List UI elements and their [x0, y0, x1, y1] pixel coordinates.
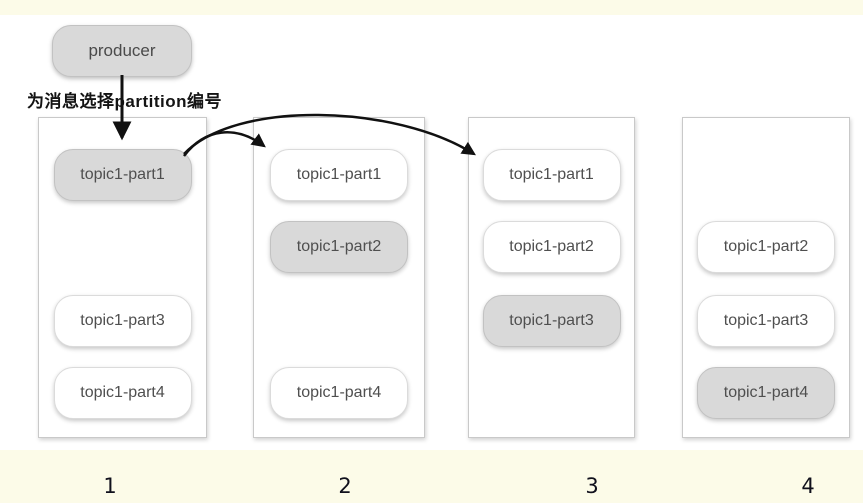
broker-column-3: topic1-part1 topic1-part2 topic1-part3	[468, 117, 635, 438]
producer-label: producer	[88, 41, 156, 60]
partition-label: topic1-part1	[296, 166, 382, 183]
broker-number-4: 4	[801, 474, 815, 498]
partition-label: topic1-part2	[509, 238, 594, 255]
partition-label: topic1-part2	[296, 238, 382, 255]
partition-label: topic1-part4	[723, 384, 809, 401]
partition-node-highlighted: topic1-part3	[482, 295, 621, 347]
partition-node: topic1-part2	[482, 221, 621, 273]
partition-node: topic1-part3	[53, 295, 192, 347]
partition-node: topic1-part3	[697, 295, 835, 347]
partition-selection-annotation: 为消息选择partition编号	[27, 92, 222, 111]
producer-node: producer	[52, 25, 192, 77]
partition-node: topic1-part4	[53, 367, 192, 419]
broker-number-2: 2	[338, 474, 352, 498]
broker-column-1: topic1-part1 topic1-part3 topic1-part4	[38, 117, 207, 438]
partition-node: topic1-part2	[697, 221, 835, 273]
broker-column-2: topic1-part1 topic1-part2 topic1-part4	[253, 117, 425, 438]
partition-node-highlighted: topic1-part2	[270, 221, 408, 273]
partition-node: topic1-part4	[270, 367, 408, 419]
partition-node: topic1-part1	[270, 149, 408, 201]
broker-number-1: 1	[103, 474, 117, 498]
partition-label: topic1-part4	[80, 384, 165, 401]
top-strip	[0, 0, 863, 15]
partition-label: topic1-part3	[80, 312, 165, 329]
broker-column-4: topic1-part2 topic1-part3 topic1-part4	[682, 117, 850, 438]
partition-node-highlighted: topic1-part4	[697, 367, 835, 419]
partition-label: topic1-part4	[296, 384, 382, 401]
bottom-strip: 1 2 3 4	[0, 450, 863, 503]
partition-label: topic1-part3	[509, 312, 594, 329]
partition-label: topic1-part2	[723, 238, 809, 255]
partition-label: topic1-part3	[723, 312, 809, 329]
partition-label: topic1-part1	[80, 166, 165, 183]
broker-number-3: 3	[585, 474, 599, 498]
partition-node-highlighted: topic1-part1	[53, 149, 192, 201]
partition-node: topic1-part1	[482, 149, 621, 201]
partition-label: topic1-part1	[509, 166, 594, 183]
